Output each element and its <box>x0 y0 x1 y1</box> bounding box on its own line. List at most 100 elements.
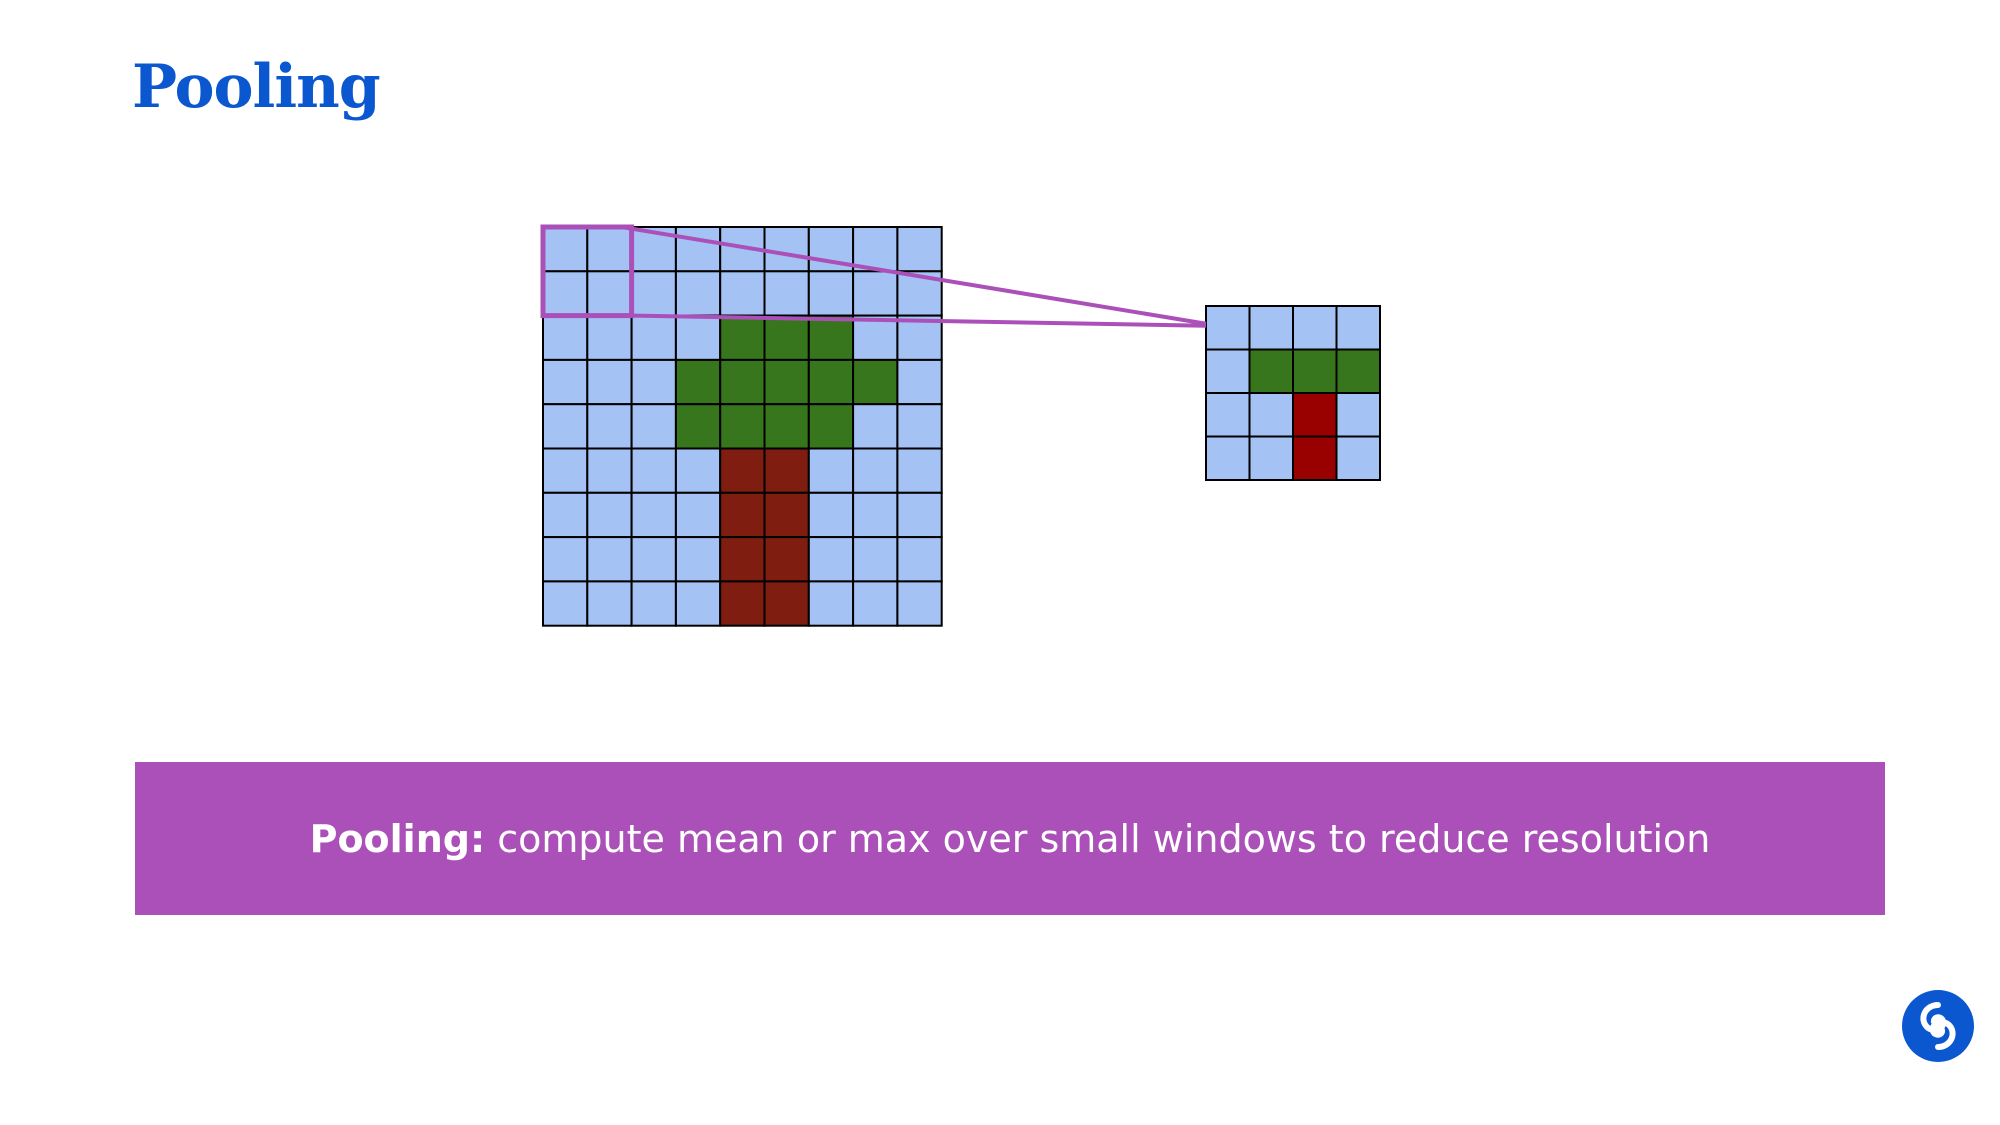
input-cell-sky <box>807 580 855 627</box>
pooled-output-map <box>1205 305 1381 481</box>
input-cell-trunk <box>719 580 766 627</box>
output-cell-sky <box>1248 392 1294 438</box>
input-cell-trunk <box>763 536 810 583</box>
input-feature-map <box>542 226 943 627</box>
input-cell-sky <box>852 270 899 317</box>
input-cell-sky <box>586 226 633 273</box>
input-cell-sky <box>896 491 943 539</box>
window-connector-top <box>621 225 1207 326</box>
output-cell-sky <box>1248 305 1294 351</box>
input-cell-sky <box>586 270 633 317</box>
input-cell-leaf <box>674 358 722 406</box>
page-title: Pooling <box>132 52 381 122</box>
input-cell-trunk <box>719 491 766 539</box>
input-cell-leaf <box>674 403 722 450</box>
input-cell-leaf <box>763 314 810 361</box>
input-cell-leaf <box>807 358 855 406</box>
input-cell-leaf <box>719 314 766 361</box>
input-cell-sky <box>586 403 633 450</box>
input-cell-sky <box>586 491 633 539</box>
output-cell-trunk <box>1292 392 1338 438</box>
input-cell-sky <box>763 226 810 273</box>
input-cell-sky <box>674 314 722 361</box>
input-cell-trunk <box>763 491 810 539</box>
output-cell-leaf <box>1335 348 1381 394</box>
input-cell-leaf <box>719 403 766 450</box>
input-cell-sky <box>542 403 589 450</box>
input-cell-sky <box>630 314 677 361</box>
input-cell-leaf <box>719 358 766 406</box>
input-cell-sky <box>674 491 722 539</box>
input-cell-sky <box>630 580 677 627</box>
output-cell-sky <box>1205 305 1251 351</box>
input-cell-leaf <box>763 358 810 406</box>
output-cell-sky <box>1205 435 1251 481</box>
input-cell-sky <box>586 580 633 627</box>
output-cell-sky <box>1205 348 1251 394</box>
input-cell-sky <box>542 447 589 494</box>
input-cell-sky <box>896 447 943 494</box>
input-cell-sky <box>630 403 677 450</box>
input-cell-sky <box>674 536 722 583</box>
output-cell-sky <box>1248 435 1294 481</box>
output-cell-leaf <box>1248 348 1294 394</box>
input-cell-trunk <box>763 580 810 627</box>
output-cell-leaf <box>1292 348 1338 394</box>
input-cell-sky <box>674 226 722 273</box>
output-cell-sky <box>1292 305 1338 351</box>
caption-box: Pooling: compute mean or max over small … <box>135 762 1885 915</box>
caption-text: compute mean or max over small windows t… <box>485 816 1711 861</box>
input-cell-sky <box>896 536 943 583</box>
pooling-window <box>540 224 1207 328</box>
input-cell-sky <box>630 358 677 406</box>
input-cell-sky <box>586 314 633 361</box>
input-cell-sky <box>807 491 855 539</box>
input-cell-sky <box>586 536 633 583</box>
input-cell-sky <box>542 314 589 361</box>
input-cell-leaf <box>852 358 899 406</box>
input-cell-sky <box>852 314 899 361</box>
input-cell-sky <box>586 447 633 494</box>
input-cell-sky <box>630 536 677 583</box>
input-cell-sky <box>852 447 899 494</box>
deepmind-logo-icon <box>1902 990 1974 1062</box>
input-cell-sky <box>852 536 899 583</box>
input-cell-leaf <box>763 403 810 450</box>
input-cell-sky <box>896 403 943 450</box>
input-cell-sky <box>896 358 943 406</box>
output-cell-trunk <box>1292 435 1338 481</box>
input-cell-sky <box>542 536 589 583</box>
input-cell-sky <box>807 447 855 494</box>
input-cell-trunk <box>719 536 766 583</box>
input-cell-sky <box>719 270 766 317</box>
output-cell-sky <box>1205 392 1251 438</box>
input-cell-leaf <box>807 314 855 361</box>
input-cell-sky <box>807 536 855 583</box>
input-cell-sky <box>542 270 589 317</box>
input-cell-sky <box>674 447 722 494</box>
input-cell-leaf <box>807 403 855 450</box>
input-cell-sky <box>542 580 589 627</box>
window-connector-bottom <box>631 313 1207 328</box>
input-cell-sky <box>542 226 589 273</box>
input-cell-sky <box>542 491 589 539</box>
input-cell-sky <box>630 491 677 539</box>
caption-term: Pooling: <box>309 816 486 861</box>
input-cell-sky <box>852 403 899 450</box>
input-cell-sky <box>674 580 722 627</box>
output-cell-sky <box>1335 392 1381 438</box>
input-cell-sky <box>896 226 943 273</box>
input-cell-sky <box>630 447 677 494</box>
input-cell-sky <box>852 491 899 539</box>
input-cell-trunk <box>763 447 810 494</box>
input-cell-sky <box>674 270 722 317</box>
input-cell-sky <box>630 270 677 317</box>
output-cell-sky <box>1335 435 1381 481</box>
output-cell-sky <box>1335 305 1381 351</box>
input-cell-sky <box>807 270 855 317</box>
input-cell-sky <box>542 358 589 406</box>
input-cell-sky <box>586 358 633 406</box>
pooling-window-box <box>540 224 635 319</box>
input-cell-sky <box>763 270 810 317</box>
